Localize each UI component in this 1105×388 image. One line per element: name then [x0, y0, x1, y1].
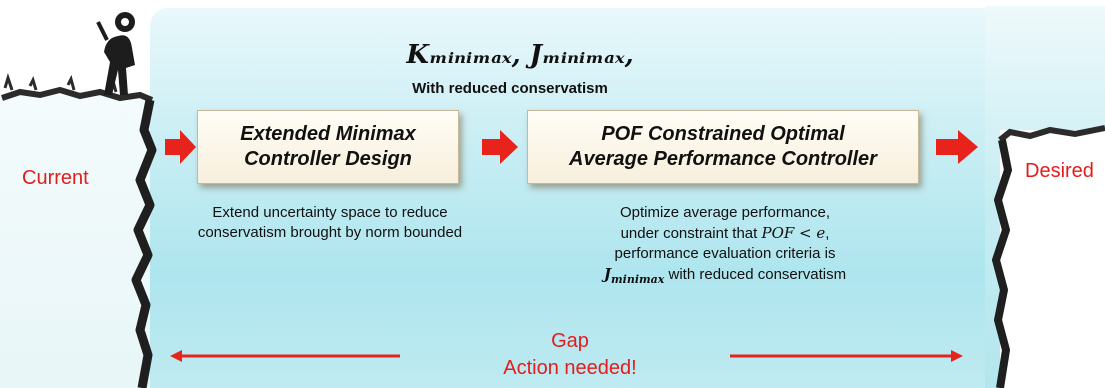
arrow-right-1 — [165, 130, 196, 164]
label-desired: Desired — [1025, 160, 1094, 182]
right-cliff-top — [998, 125, 1105, 143]
box-pof-constrained: POF Constrained Optimal Average Performa… — [527, 110, 919, 184]
gap-arrowhead-left — [170, 350, 182, 362]
label-current: Current — [22, 167, 89, 189]
gap-label: Gap — [551, 330, 589, 352]
right-cliff-edge — [992, 139, 1012, 388]
action-needed-label: Action needed! — [503, 357, 637, 379]
arrow-right-2 — [482, 130, 518, 164]
left-cliff-face — [0, 95, 150, 388]
description-box2-line4-post: with reduced conservatism — [664, 266, 847, 283]
description-box2-line3: performance evaluation criteria is — [614, 245, 836, 262]
description-box2-line2-pre: under constraint that — [620, 225, 762, 242]
box-pof-constrained-label: POF Constrained Optimal Average Performa… — [569, 123, 877, 170]
right-cliff-face — [1000, 130, 1105, 388]
box-extended-minimax-label: Extended Minimax Controller Design — [240, 123, 416, 170]
arrow-right-3 — [936, 130, 978, 164]
description-box2-line2-post: , — [825, 225, 830, 242]
gap-arrowhead-right — [951, 350, 963, 362]
subtitle: With reduced conservatism — [412, 80, 608, 97]
gap-text: Gap Action needed! — [470, 328, 670, 382]
description-box2: Optimize average performance, under cons… — [570, 203, 880, 290]
pof-math: POF < e — [761, 224, 826, 242]
left-cliff-edge — [131, 99, 157, 388]
grass-tufts — [3, 73, 118, 93]
j-minimax-math: Jminimax — [603, 265, 665, 286]
sky-background — [150, 8, 1000, 388]
math-title: Kₘᵢₙᵢₘₐₓ, Jₘᵢₙᵢₘₐₓ, — [406, 40, 634, 70]
person-figure — [96, 12, 135, 95]
left-cliff-top — [1, 86, 154, 103]
box-extended-minimax: Extended Minimax Controller Design — [197, 110, 459, 184]
description-box2-line1: Optimize average performance, — [619, 204, 831, 221]
description-box2-line4: Jminimax with reduced conservatism — [570, 264, 880, 290]
description-box1: Extend uncertainty space to reduce conse… — [197, 204, 463, 241]
description-box2-line2: under constraint that POF < e, — [570, 223, 880, 244]
